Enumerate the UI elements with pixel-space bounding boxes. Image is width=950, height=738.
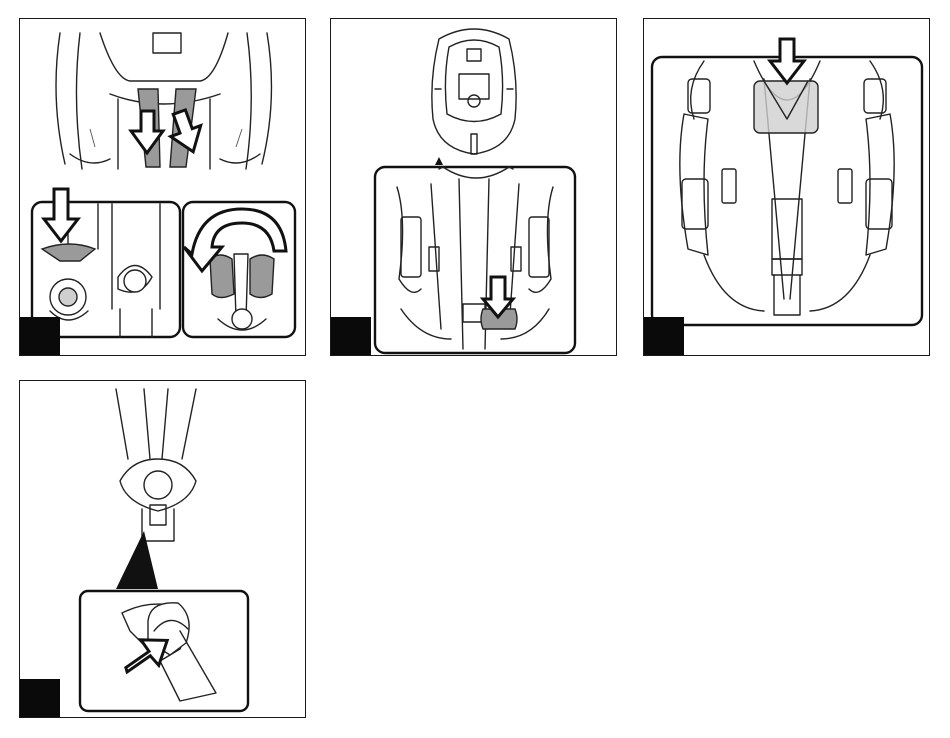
instruction-panel-2 bbox=[330, 18, 617, 356]
instruction-panel-1 bbox=[19, 18, 306, 356]
step-number-badge bbox=[644, 317, 684, 355]
instruction-panel-3 bbox=[643, 18, 930, 356]
illustration-seat-pad bbox=[644, 19, 930, 356]
illustration-carrier-overview bbox=[331, 19, 617, 356]
illustration-harness-straps bbox=[20, 19, 306, 356]
step-number-badge bbox=[20, 679, 60, 717]
step-number-badge bbox=[331, 317, 371, 355]
instruction-panel-4 bbox=[19, 380, 306, 718]
step-number-badge bbox=[20, 317, 60, 355]
illustration-buckle-release bbox=[20, 381, 306, 718]
